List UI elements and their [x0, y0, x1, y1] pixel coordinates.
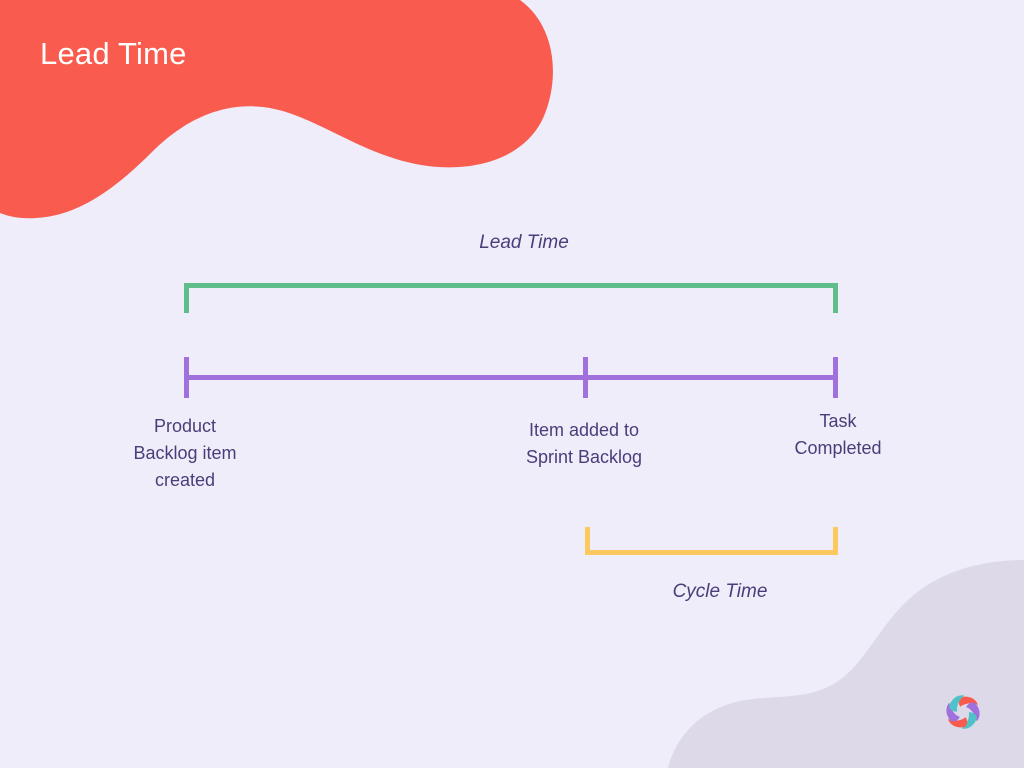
milestone-label-product-backlog-item-created: Product Backlog item created [75, 413, 295, 494]
milestone-line: created [154, 470, 216, 490]
milestone-line: Backlog item [133, 443, 237, 463]
cycle-time-bracket [585, 527, 838, 555]
logo-petal [958, 696, 978, 707]
lead-time-bracket [184, 283, 838, 313]
timeline-tick-product-backlog-item-created [184, 357, 189, 398]
page-title: Lead Time [40, 36, 187, 71]
milestone-label-task-completed: Task Completed [728, 408, 948, 462]
lead-time-bracket-label: Lead Time [479, 232, 569, 253]
logo-petal [949, 695, 965, 712]
milestone-line: Item added to [528, 420, 640, 440]
milestone-line: Completed [794, 438, 882, 458]
logo-petal [961, 712, 977, 729]
timeline-tick-task-completed [833, 357, 838, 398]
milestone-label-item-added-to-sprint-backlog: Item added to Sprint Backlog [474, 417, 694, 471]
logo-petal [948, 717, 968, 728]
milestone-line: Task [819, 411, 857, 431]
petal-pinwheel-logo [946, 695, 980, 729]
timeline-axis [184, 375, 838, 380]
cycle-time-bracket-label: Cycle Time [672, 581, 768, 602]
timeline-tick-item-added-to-sprint-backlog [583, 357, 588, 398]
milestone-line: Sprint Backlog [525, 447, 643, 467]
milestone-line: Product [153, 416, 217, 436]
